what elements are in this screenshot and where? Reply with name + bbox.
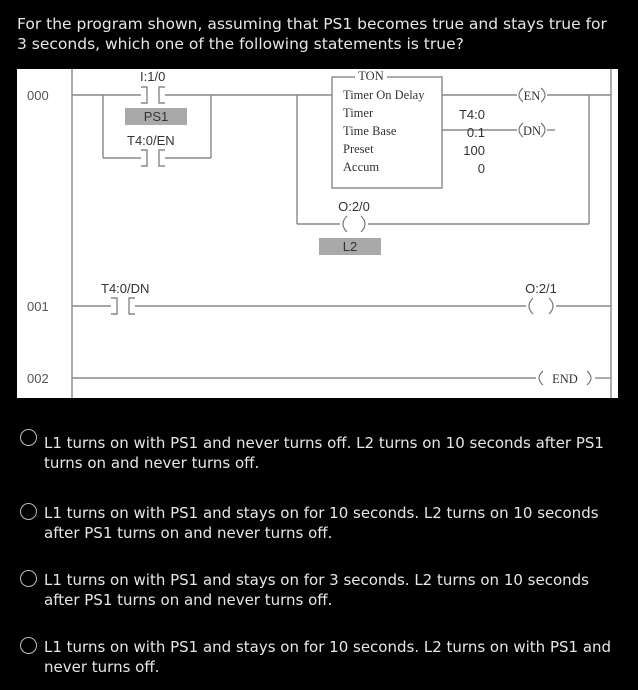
coil-o2-1-left-paren [528,297,534,315]
radio-button[interactable] [20,570,37,587]
end-instruction: END [552,372,578,386]
coil-o2-0-right-paren [360,215,366,233]
ladder-logic-svg: 000 001 002 I:1/0 PS1 T4:0/EN TON Timer … [27,69,612,398]
coil-o2-0-left-paren [342,215,348,233]
rung-number-001: 001 [27,299,49,314]
radio-button[interactable] [20,637,37,654]
contact-t4-en-left [141,149,148,167]
en-coil-label: EN [524,89,541,103]
radio-button[interactable] [20,429,37,446]
option-text: L1 turns on with PS1 and stays on for 10… [44,504,599,542]
ps1-label-bg [125,108,187,125]
timer-type: TON [358,69,383,83]
timer-row-value: 0.1 [467,125,485,140]
timer-row-label: Timer [343,106,374,120]
contact-t4-dn-right [128,297,135,315]
contact-t4-en-right [158,149,165,167]
l2-label: L2 [343,239,357,254]
timer-row-label: Time Base [343,124,397,138]
timer-row-value: T4:0 [459,107,485,122]
timer-row-value: 100 [463,143,485,158]
option-text: L1 turns on with PS1 and stays on for 3 … [44,571,589,609]
timer-title: Timer On Delay [343,88,425,102]
rung-number-000: 000 [27,88,49,103]
timer-row-value: 0 [478,161,485,176]
l2-label-bg [319,238,381,255]
contact-address-i1-0: I:1/0 [140,69,165,84]
rung-number-002: 002 [27,371,49,386]
contact-i1-0-left [141,86,148,104]
contact-t4-dn-left [111,297,118,315]
contact-i1-0-right [158,86,165,104]
contact-address-t4-dn: T4:0/DN [101,281,149,296]
dn-coil-label: DN [523,124,541,138]
timer-row-label: Preset [343,142,374,156]
option-text: L1 turns on with PS1 and stays on for 10… [44,638,612,676]
contact-address-t4-en: T4:0/EN [127,133,175,148]
question-text: For the program shown, assuming that PS1… [17,15,607,53]
ps1-label: PS1 [144,109,169,124]
radio-button[interactable] [20,503,37,520]
coil-address-o2-1: O:2/1 [525,281,557,296]
ladder-diagram: 000 001 002 I:1/0 PS1 T4:0/EN TON Timer … [17,69,618,398]
option-text: L1 turns on with PS1 and never turns off… [44,434,604,472]
coil-address-o2-0: O:2/0 [338,199,370,214]
timer-row-label: Accum [343,160,379,174]
coil-o2-1-right-paren [548,297,554,315]
